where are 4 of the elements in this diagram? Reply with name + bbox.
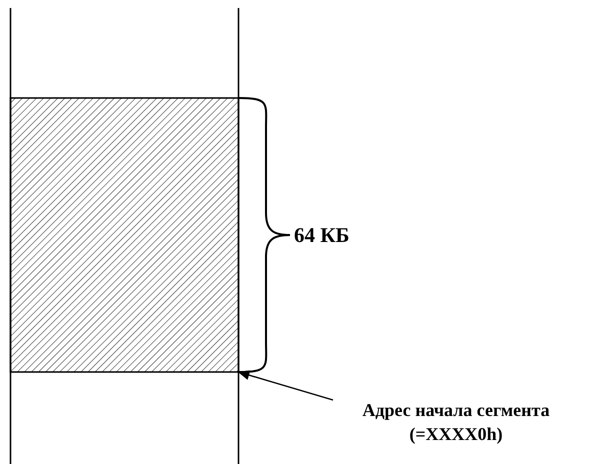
leader-arrow [238,370,334,401]
size-label: 64 КБ [294,222,350,248]
memory-segment [10,97,240,373]
annotation-text: Адрес начала сегмента (=XXXX0h) [361,399,551,446]
